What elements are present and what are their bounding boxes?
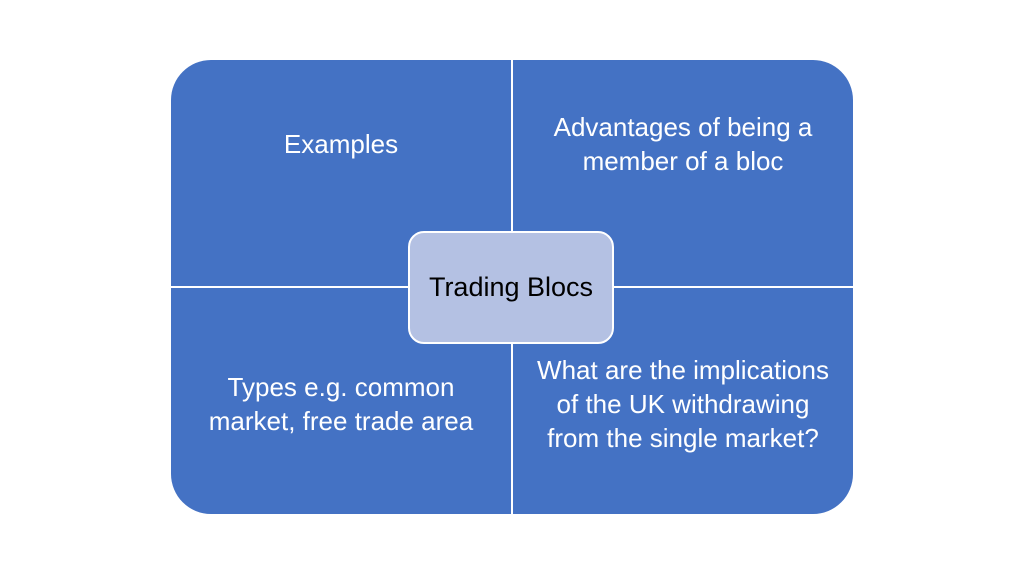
quadrant-top-right: Advantages of being a member of a bloc [513, 60, 853, 286]
quadrant-bottom-left: Types e.g. common market, free trade are… [171, 288, 511, 514]
quadrant-top-right-text: Advantages of being a member of a bloc [553, 112, 813, 176]
quadrant-bottom-right-text: What are the implications of the UK with… [537, 355, 829, 453]
quadrant-top-left-text: Examples [283, 129, 399, 159]
quadrant-top-left: Examples [171, 60, 511, 286]
center-topic-box: Trading Blocs [408, 231, 614, 344]
center-topic-label: Trading Blocs [428, 272, 594, 302]
quadrant-bottom-left-text: Types e.g. common market, free trade are… [208, 372, 474, 436]
quadrant-matrix: Examples Advantages of being a member of… [171, 60, 853, 515]
